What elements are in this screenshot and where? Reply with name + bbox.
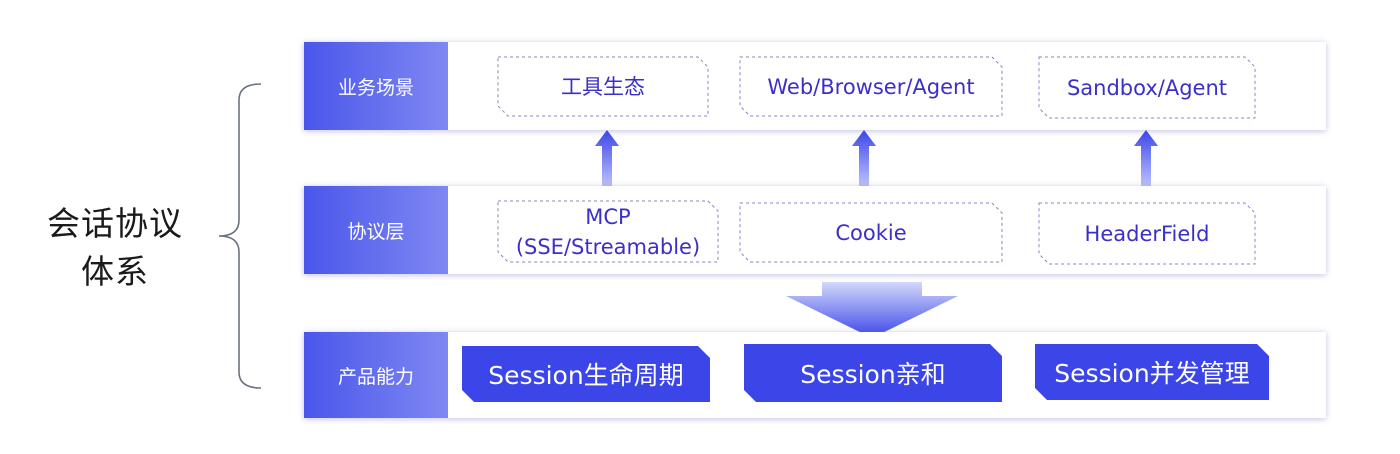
scenario-box-sandbox-agent: Sandbox/Agent	[1038, 56, 1256, 119]
protocol-label: Cookie	[835, 220, 907, 245]
capability-box-session-concurrency: Session并发管理	[1035, 344, 1269, 400]
capability-label: Session并发管理	[1054, 359, 1250, 388]
scenario-label: Sandbox/Agent	[1066, 75, 1228, 100]
protocol-label: HeaderField	[1084, 221, 1210, 246]
diagram-title: 会话协议体系	[30, 200, 200, 296]
layer-protocol: 协议层 MCP (SSE/Streamable) Cookie HeaderFi…	[304, 186, 1326, 274]
left-brace	[218, 83, 262, 389]
capability-box-session-affinity: Session亲和	[744, 344, 1002, 402]
arrow-down-icon	[786, 282, 958, 338]
protocol-label: MCP (SSE/Streamable)	[515, 204, 701, 259]
arrow-up-icon	[595, 130, 619, 192]
layer-label-business: 业务场景	[304, 42, 448, 130]
layer-product-capabilities: 产品能力 Session生命周期 Session亲和 Session并发管理	[304, 332, 1326, 418]
layer-business-scenarios: 业务场景 工具生态 Web/Browser/Agent Sandbox/Agen…	[304, 42, 1326, 130]
scenario-box-web-browser-agent: Web/Browser/Agent	[739, 56, 1003, 117]
capability-label: Session亲和	[800, 360, 946, 389]
arrow-up-icon	[852, 130, 876, 192]
capability-box-session-lifecycle: Session生命周期	[462, 346, 710, 402]
capability-label: Session生命周期	[488, 361, 684, 390]
protocol-box-cookie: Cookie	[739, 202, 1003, 263]
scenario-box-tool-ecosystem: 工具生态	[497, 56, 709, 117]
diagram-title-text: 会话协议体系	[47, 204, 183, 291]
layer-label-protocol: 协议层	[304, 186, 448, 274]
layer-label-capabilities: 产品能力	[304, 332, 448, 418]
protocol-box-headerfield: HeaderField	[1038, 202, 1256, 265]
scenario-label: 工具生态	[561, 74, 645, 99]
protocol-box-mcp: MCP (SSE/Streamable)	[497, 200, 719, 263]
arrow-up-icon	[1134, 130, 1158, 192]
scenario-label: Web/Browser/Agent	[767, 74, 975, 99]
